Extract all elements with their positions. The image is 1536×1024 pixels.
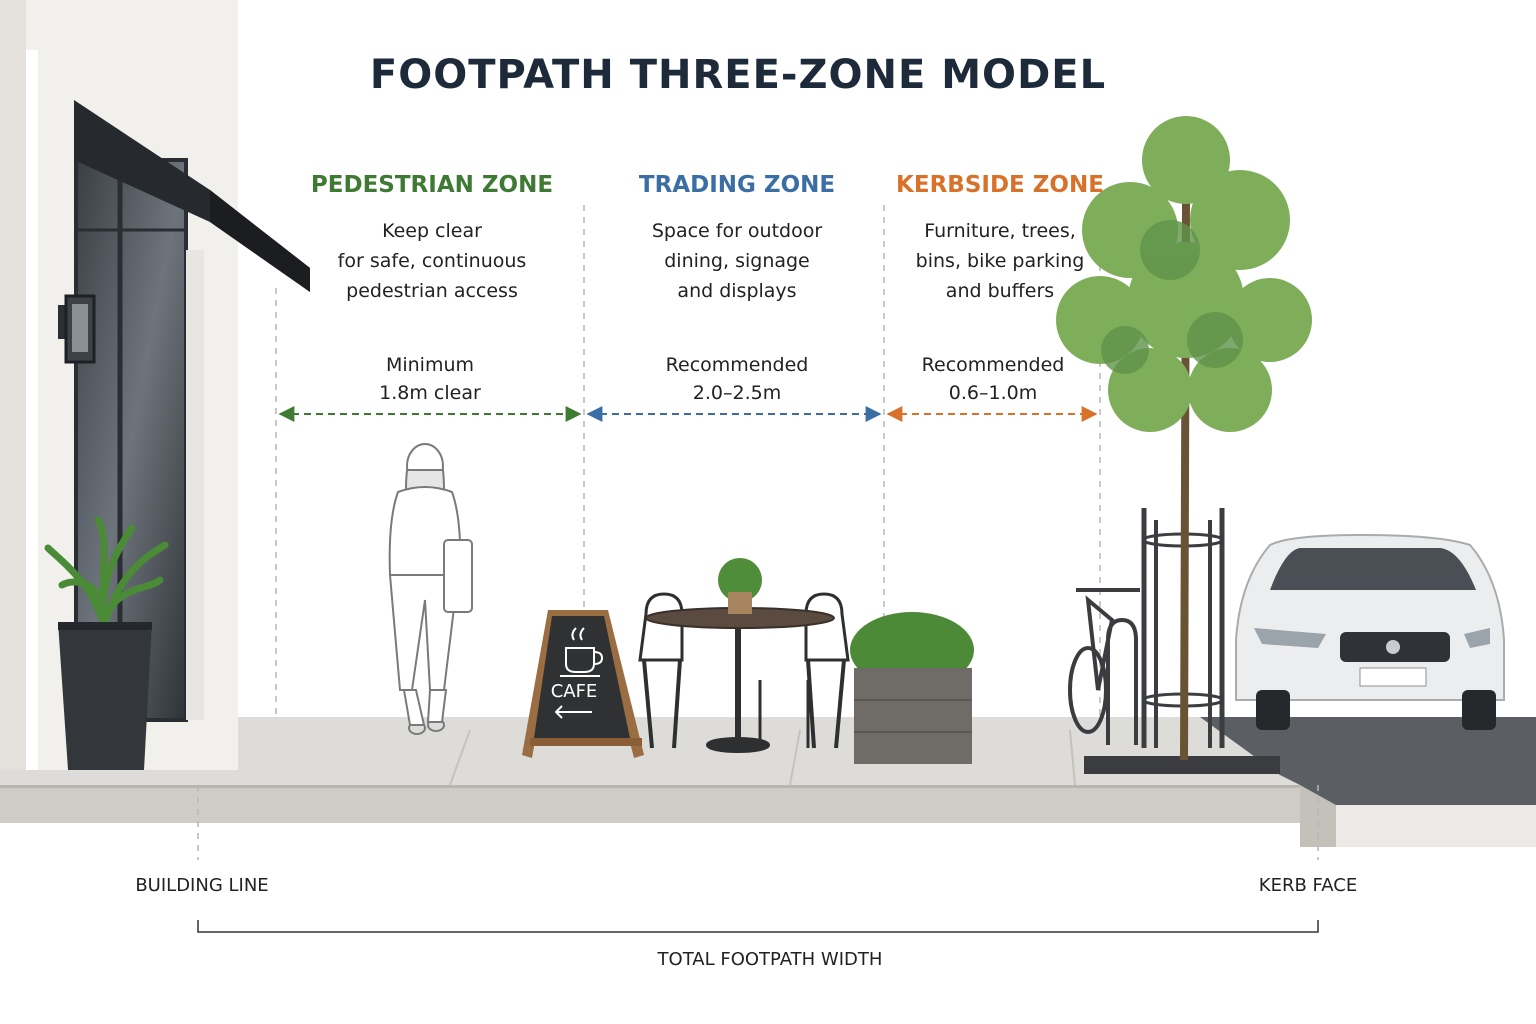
potted-plant xyxy=(44,516,169,770)
wall-lamp-icon xyxy=(58,294,96,364)
page-title: FOOTPATH THREE-ZONE MODEL xyxy=(369,52,1107,98)
coffee-cup-icon xyxy=(560,627,604,677)
awning xyxy=(74,100,310,292)
trading-zone-description: Space for outdoor dining, signage and di… xyxy=(587,216,887,306)
description-line: Furniture, trees, xyxy=(924,220,1076,242)
description-line: Space for outdoor xyxy=(651,220,823,242)
kerbside-zone-description: Furniture, trees, bins, bike parking and… xyxy=(850,216,1150,306)
table-plant xyxy=(718,558,762,614)
description-line: and displays xyxy=(677,280,797,302)
width-line: 1.8m clear xyxy=(379,382,481,404)
footpath-ground xyxy=(0,717,1336,847)
cafe-a-frame-sign: CAFE xyxy=(522,610,644,758)
road xyxy=(1200,717,1536,847)
total-width-bracket xyxy=(197,920,1319,933)
width-line: 0.6–1.0m xyxy=(948,382,1038,404)
bicycle-and-rack xyxy=(1068,588,1140,745)
description-line: pedestrian access xyxy=(346,280,518,302)
arrow-left-icon xyxy=(554,705,592,719)
width-line: Recommended xyxy=(921,354,1065,376)
trading-zone-title: TRADING ZONE xyxy=(638,172,836,198)
description-line: for safe, continuous xyxy=(337,250,527,272)
parked-car xyxy=(1235,533,1505,730)
description-line: bins, bike parking xyxy=(915,250,1085,272)
kerb-face-label: KERB FACE xyxy=(1258,875,1358,896)
planter-box xyxy=(850,612,974,764)
width-line: Minimum xyxy=(385,354,475,376)
pedestrian-zone-title: PEDESTRIAN ZONE xyxy=(310,172,554,198)
width-line: 2.0–2.5m xyxy=(692,382,782,404)
description-line: Keep clear xyxy=(382,220,482,242)
description-line: and buffers xyxy=(945,280,1055,302)
cafe-sign-text: CAFE xyxy=(551,681,598,702)
trading-zone-width: Recommended 2.0–2.5m xyxy=(587,351,887,407)
street-tree xyxy=(1056,116,1312,774)
pedestrian-zone-description: Keep clear for safe, continuous pedestri… xyxy=(282,216,582,306)
kerbside-zone-width: Recommended 0.6–1.0m xyxy=(843,351,1143,407)
building-line-label: BUILDING LINE xyxy=(135,875,269,896)
pedestrian-zone-width: Minimum 1.8m clear xyxy=(280,351,580,407)
total-footpath-width-label: TOTAL FOOTPATH WIDTH xyxy=(657,949,883,970)
width-line: Recommended xyxy=(665,354,809,376)
pedestrian-figure xyxy=(388,443,473,735)
kerbside-zone-title: KERBSIDE ZONE xyxy=(896,172,1104,198)
description-line: dining, signage xyxy=(664,250,810,272)
